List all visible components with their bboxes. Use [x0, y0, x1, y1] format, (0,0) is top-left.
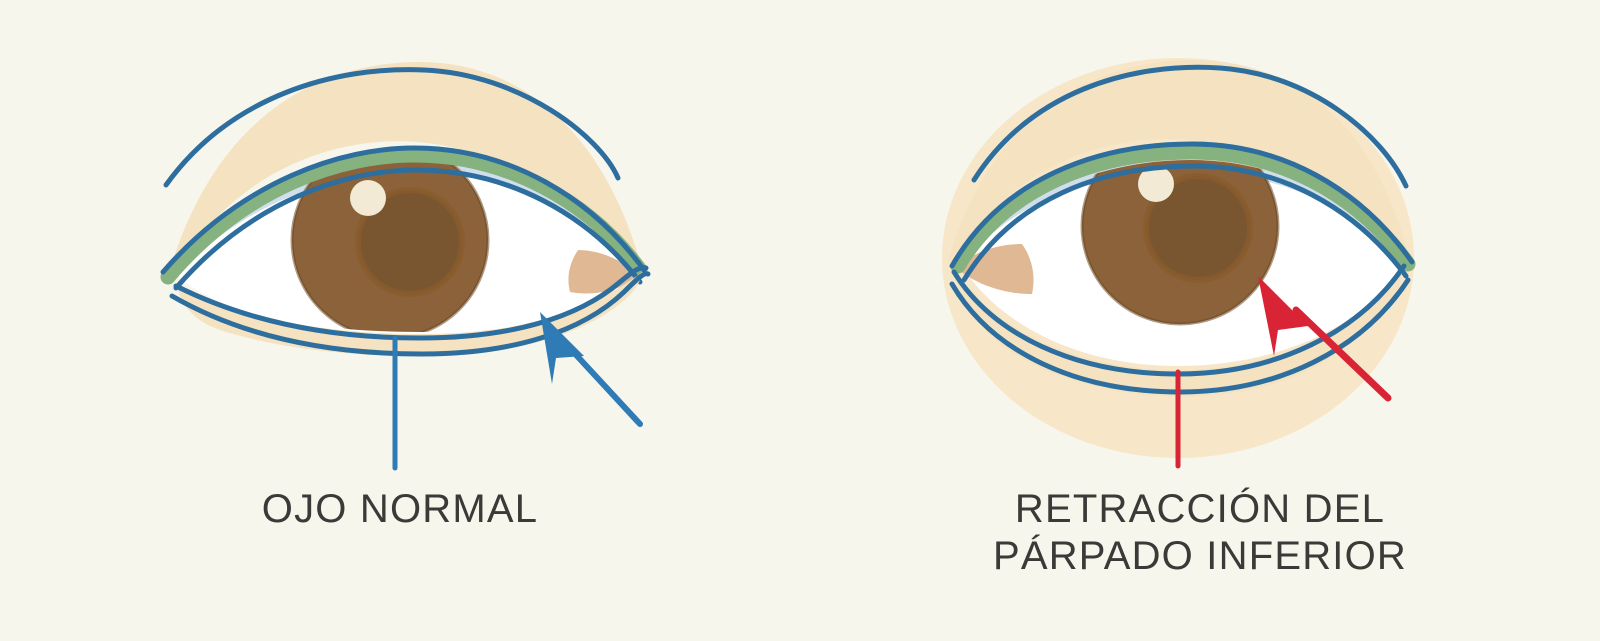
caption-lower-lid-retraction: RETRACCIÓN DEL PÁRPADO INFERIOR — [800, 486, 1600, 580]
upper-lid-margin-outline — [949, 141, 1415, 283]
iris-group — [290, 160, 490, 332]
caption-normal-eye: OJO NORMAL — [0, 486, 800, 533]
pointer-arrow-retraction — [1258, 276, 1392, 402]
upper-lash-line — [160, 147, 648, 285]
lower-eyelid-skin — [178, 272, 642, 356]
panel-lower-lid-retraction: RETRACCIÓN DEL PÁRPADO INFERIOR — [800, 0, 1600, 641]
corneal-highlight — [1138, 166, 1174, 202]
caption-line: OJO NORMAL — [261, 487, 539, 531]
caption-line: PÁRPADO INFERIOR — [992, 534, 1408, 579]
lower-eyelid-skin — [956, 268, 1403, 397]
brow-crease-outline — [971, 64, 1409, 189]
caption-line: RETRACCIÓN DEL — [1014, 487, 1386, 531]
upper-eyelid-skin — [166, 62, 643, 283]
brow-crease-outline — [163, 67, 621, 188]
corneal-highlight — [350, 180, 386, 216]
retraction-eye-diagram — [942, 58, 1416, 469]
upper-lash-line — [950, 144, 1416, 274]
upper-eyelid-skin — [948, 60, 1410, 262]
normal-eye-diagram — [160, 62, 651, 471]
pupil — [358, 190, 462, 294]
panel-normal-eye: OJO NORMAL — [0, 62, 800, 533]
pointer-arrow-normal — [540, 312, 643, 427]
upper-lid-margin-outline — [160, 145, 647, 291]
pupil — [1146, 176, 1250, 280]
iris-group — [1080, 160, 1280, 326]
medial-canthus-wedge — [956, 244, 1034, 294]
lower-lid-margin-outline — [169, 265, 651, 357]
